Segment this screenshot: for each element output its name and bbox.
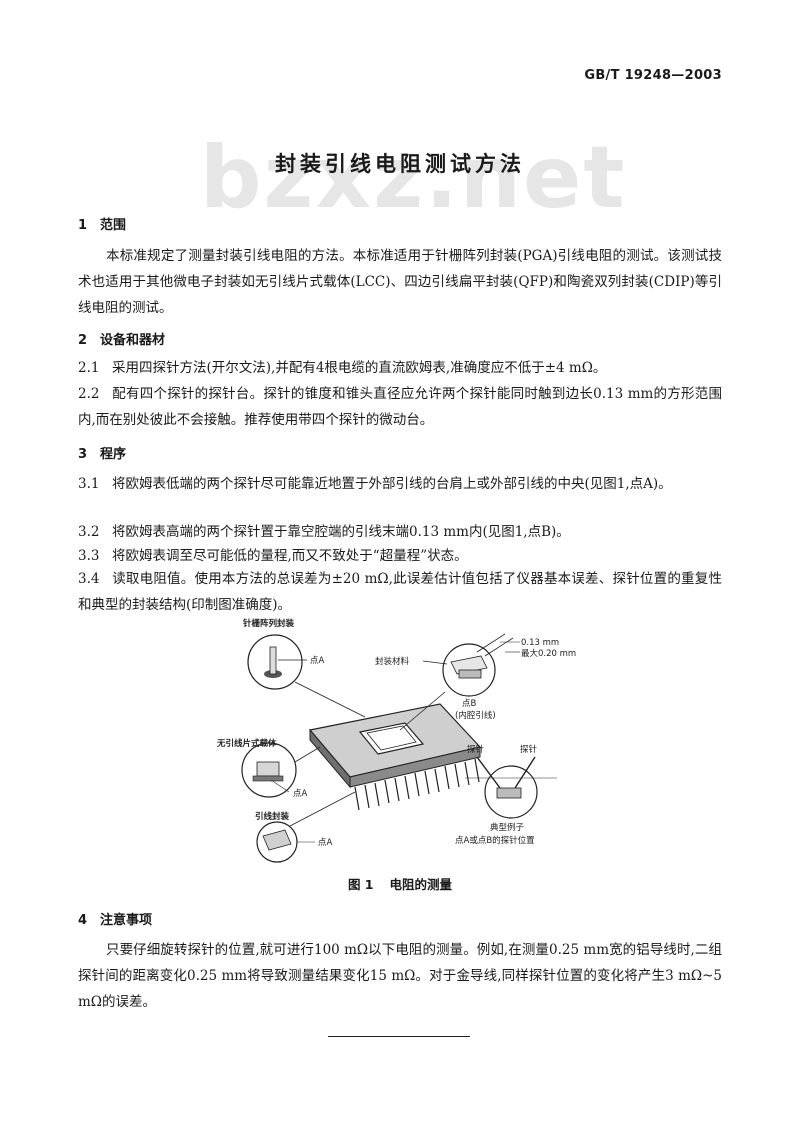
label-dim-013: 0.13 mm [521,638,559,648]
section-number: 2 [78,333,88,348]
section-1-heading: 1 范围 [78,214,126,233]
label-point-b: 点B [462,699,477,709]
lcc-detail-circle [241,742,297,798]
label-probe-1: 探针 [467,744,485,755]
label-probe-2: 探针 [520,744,538,755]
figure-caption: 图 1 电阻的测量 [0,874,800,893]
label-inner-lead: (内腔引线) [455,710,496,721]
section-title: 注意事项 [100,913,153,928]
clause-text: 将欧姆表高端的两个探针置于靠空腔端的引线末端0.13 mm内(见图1,点B)。 [112,524,570,540]
pga-detail-circle [247,634,303,690]
clause-number: 3.2 [78,524,100,540]
clause-number: 2.1 [78,360,100,376]
label-point-a-3: 点A [318,838,333,848]
section-number: 4 [78,913,88,928]
section-number: 3 [78,447,88,462]
section-3-heading: 3 程序 [78,443,126,462]
clause-text: 读取电阻值。使用本方法的总误差为±20 mΩ,此误差估计值包括了仪器基本误差、探… [78,571,722,613]
clause-text: 将欧姆表调至尽可能低的量程,而又不致处于“超量程”状态。 [112,548,468,564]
figure-1: 针栅阵列封装 点A [215,612,595,866]
point-b-detail-circle [442,643,496,697]
package-body [308,703,482,789]
end-rule [328,1036,470,1037]
label-point-a-2: 点A [293,789,308,799]
clause-text: 采用四探针方法(开尔文法),并配有4根电缆的直流欧姆表,准确度应不低于±4 mΩ… [112,360,607,376]
clause-3-1: 3.1 将欧姆表低端的两个探针尽可能靠近地置于外部引线的台肩上或外部引线的中央(见… [78,471,722,497]
figure-1-drawing: 针栅阵列封装 点A [216,618,576,863]
probe-2-needle [514,756,536,789]
clause-number: 3.1 [78,476,100,492]
section-2-heading: 2 设备和器材 [78,329,165,348]
label-leaded-package: 引线封装 [255,811,290,822]
label-point-a-1: 点A [310,656,325,666]
section-title: 范围 [100,218,127,233]
probe-detail-circle [484,765,538,819]
clause-number: 2.2 [78,386,100,402]
clause-3-2: 3.2 将欧姆表高端的两个探针置于靠空腔端的引线末端0.13 mm内(见图1,点B… [78,519,722,545]
clause-number: 3.3 [78,548,100,564]
watermark: bzxz.net [200,128,627,228]
section-1-body: 本标准规定了测量封装引线电阻的方法。本标准适用于针栅阵列封装(PGA)引线电阻的… [78,248,722,316]
label-dim-max: 最大0.20 mm [521,648,576,659]
pga-pin [269,646,277,675]
clause-2-1: 2.1 采用四探针方法(开尔文法),并配有4根电缆的直流欧姆表,准确度应不低于±4… [78,355,722,381]
section-title: 设备和器材 [100,333,166,348]
clause-3-3: 3.3 将欧姆表调至尽可能低的量程,而又不致处于“超量程”状态。 [78,543,722,569]
label-lcc: 无引线片式载体 [216,738,277,749]
clause-text: 将欧姆表低端的两个探针尽可能靠近地置于外部引线的台肩上或外部引线的中央(见图1,… [112,476,672,492]
pga-connector [294,681,366,718]
clause-text: 配有四个探针的探针台。探针的锥度和锥头直径应允许两个探针能同时触到边长0.13 … [78,386,722,428]
figure-caption-text: 电阻的测量 [389,877,453,892]
label-typical-example: 典型例子 [490,822,525,833]
figure-number: 图 1 [347,877,374,892]
document-title: 封装引线电阻测试方法 [275,152,525,176]
section-4-heading: 4 注意事项 [78,909,152,928]
standard-number: GB/T 19248—2003 [584,68,722,83]
label-probe-position: 点A或点B的探针位置 [455,835,535,846]
clause-number: 3.4 [78,571,100,587]
section-4-body: 只要仔细旋转探针的位置,就可进行100 mΩ以下电阻的测量。例如,在测量0.25… [78,942,722,1010]
probe-1-needle [476,756,501,789]
label-pga: 针栅阵列封装 [243,618,295,629]
section-title: 程序 [100,447,127,462]
section-number: 1 [78,218,88,233]
label-sealing-material: 封装材料 [375,656,410,667]
